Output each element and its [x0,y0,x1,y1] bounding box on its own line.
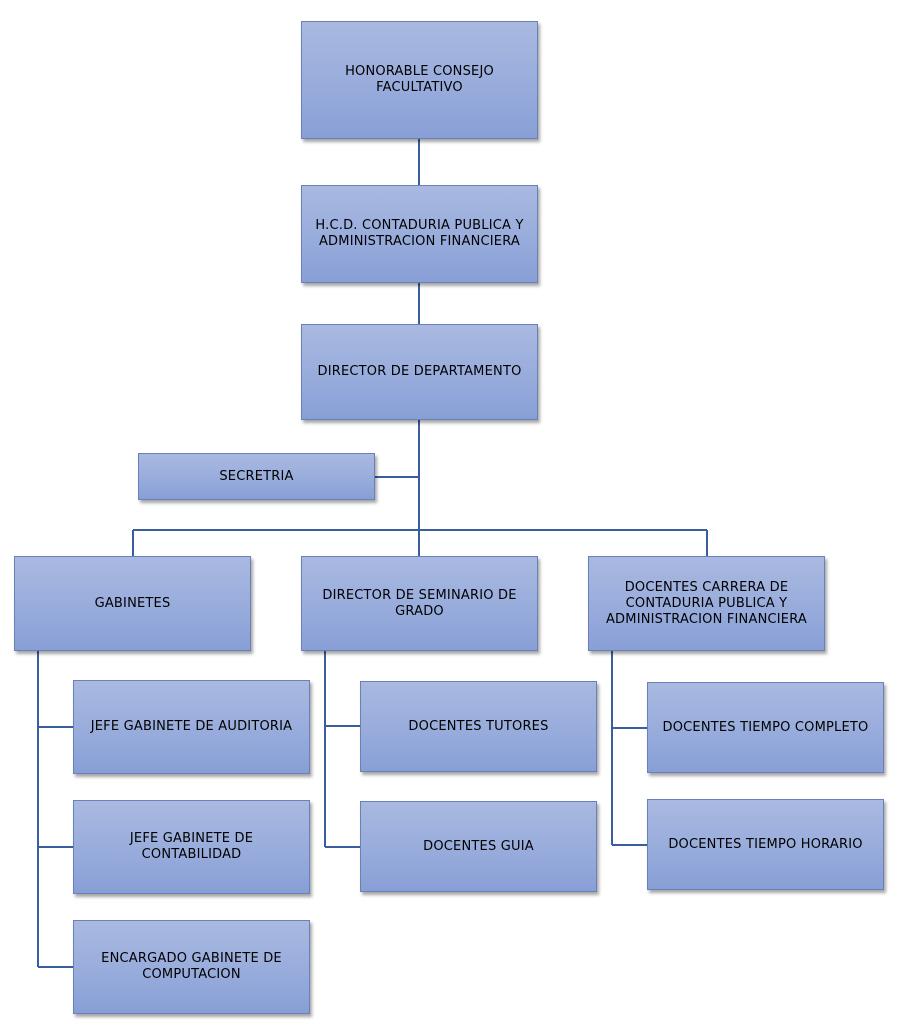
box-docentes-tiempo-horario: DOCENTES TIEMPO HORARIO [647,799,884,890]
box-honorable-label: HONORABLE CONSEJO FACULTATIVO [345,64,494,95]
box-contabilidad-label: JEFE GABINETE DE CONTABILIDAD [129,831,254,862]
box-director-label: DIRECTOR DE DEPARTAMENTO [317,364,522,379]
box-hcd-label: H.C.D. CONTADURIA PUBLICA Y ADMINISTRACI… [315,218,524,249]
box-tutores-label: DOCENTES TUTORES [408,718,549,734]
box-seminario-label: DIRECTOR DE SEMINARIO DE GRADO [322,587,517,619]
box-tiempo-completo-label: DOCENTES TIEMPO COMPLETO [662,719,869,735]
box-director-departamento: DIRECTOR DE DEPARTAMENTO [301,324,538,420]
box-docentes-guia: DOCENTES GUIA [360,801,597,892]
box-director-seminario: DIRECTOR DE SEMINARIO DE GRADO [301,556,538,651]
box-guia-label: DOCENTES GUIA [423,838,534,854]
box-computacion-label: ENCARGADO GABINETE DE COMPUTACION [101,951,282,982]
box-gabinetes-label: GABINETES [94,595,171,611]
box-jefe-contabilidad: JEFE GABINETE DE CONTABILIDAD [73,800,310,894]
box-gabinetes: GABINETES [14,556,251,651]
box-encargado-computacion: ENCARGADO GABINETE DE COMPUTACION [73,920,310,1014]
box-docentes-carrera-label: DOCENTES CARRERA DE CONTADURIA PUBLICA Y… [605,579,808,627]
box-docentes-tiempo-completo: DOCENTES TIEMPO COMPLETO [647,682,884,773]
box-jefe-auditoria: JEFE GABINETE DE AUDITORIA [73,680,310,774]
box-docentes-carrera: DOCENTES CARRERA DE CONTADURIA PUBLICA Y… [588,556,825,651]
box-secretria-label: SECRETRIA [219,468,294,484]
box-honorable-consejo: HONORABLE CONSEJO FACULTATIVO [301,21,538,139]
box-hcd: H.C.D. CONTADURIA PUBLICA Y ADMINISTRACI… [301,185,538,283]
box-docentes-tutores: DOCENTES TUTORES [360,681,597,772]
box-tiempo-horario-label: DOCENTES TIEMPO HORARIO [668,836,863,852]
box-secretria: SECRETRIA [138,453,375,500]
box-auditoria-label: JEFE GABINETE DE AUDITORIA [90,719,293,734]
